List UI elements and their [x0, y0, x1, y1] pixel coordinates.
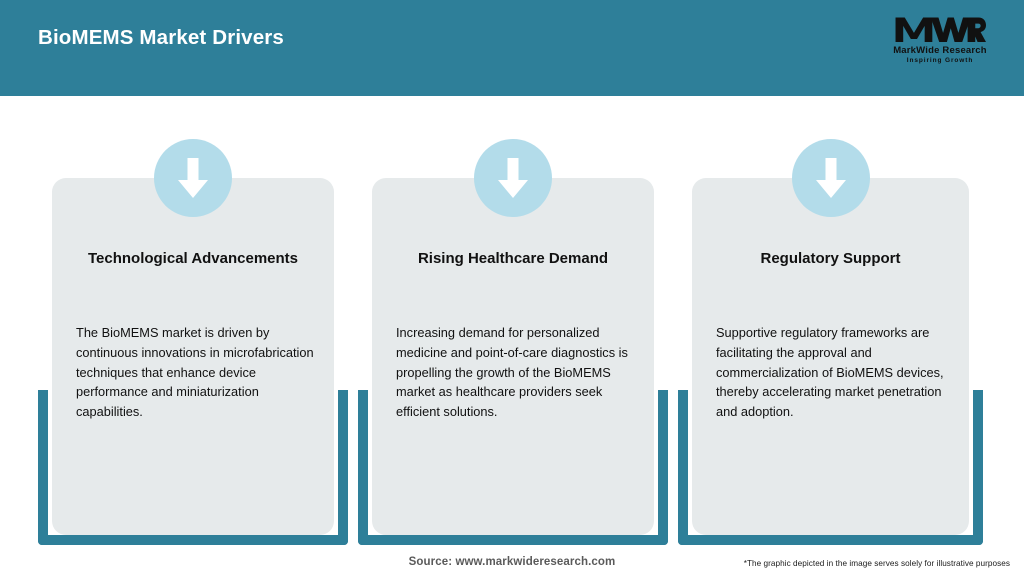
card-surface: Rising Healthcare Demand Increasing dema…: [372, 139, 654, 535]
page-title: BioMEMS Market Drivers: [38, 26, 284, 49]
mwr-logo-icon: [895, 17, 986, 43]
card-title: Rising Healthcare Demand: [417, 250, 609, 267]
down-arrow-icon: [791, 139, 870, 217]
source-text: Source: www.markwideresearch.com: [408, 556, 616, 568]
driver-card-2: Rising Healthcare Demand Increasing dema…: [358, 96, 668, 551]
down-arrow-icon: [154, 139, 232, 217]
down-arrow-glyph: [815, 158, 846, 198]
driver-cards-row: Technological Advancements The BioMEMS m…: [0, 96, 1024, 551]
card-surface: Technological Advancements The BioMEMS m…: [52, 139, 334, 535]
card-body: Increasing demand for personalized medic…: [396, 325, 628, 420]
driver-card-1: Technological Advancements The BioMEMS m…: [38, 96, 348, 551]
down-arrow-glyph: [178, 158, 208, 198]
logo-tagline: Inspiring Growth: [906, 57, 974, 64]
card-body: The BioMEMS market is driven by continuo…: [76, 325, 314, 420]
card-bracket: [358, 390, 668, 545]
brand-logo: MarkWide Research Inspiring Growth: [878, 8, 1002, 70]
card-title: Regulatory Support: [760, 250, 901, 267]
logo-company-name: MarkWide Research: [893, 45, 987, 56]
page-header: BioMEMS Market Drivers MarkWide Research…: [0, 0, 1024, 96]
card-surface: Regulatory Support Supportive regulatory…: [692, 139, 969, 535]
disclaimer-text: *The graphic depicted in the image serve…: [743, 559, 1010, 568]
down-arrow-icon: [474, 139, 552, 217]
card-title: Technological Advancements: [87, 250, 299, 267]
card-bracket: [38, 390, 348, 545]
card-bracket: [678, 390, 983, 545]
driver-card-3: Regulatory Support Supportive regulatory…: [678, 96, 983, 551]
down-arrow-glyph: [498, 158, 528, 198]
card-body: Supportive regulatory frameworks are fac…: [716, 325, 944, 420]
